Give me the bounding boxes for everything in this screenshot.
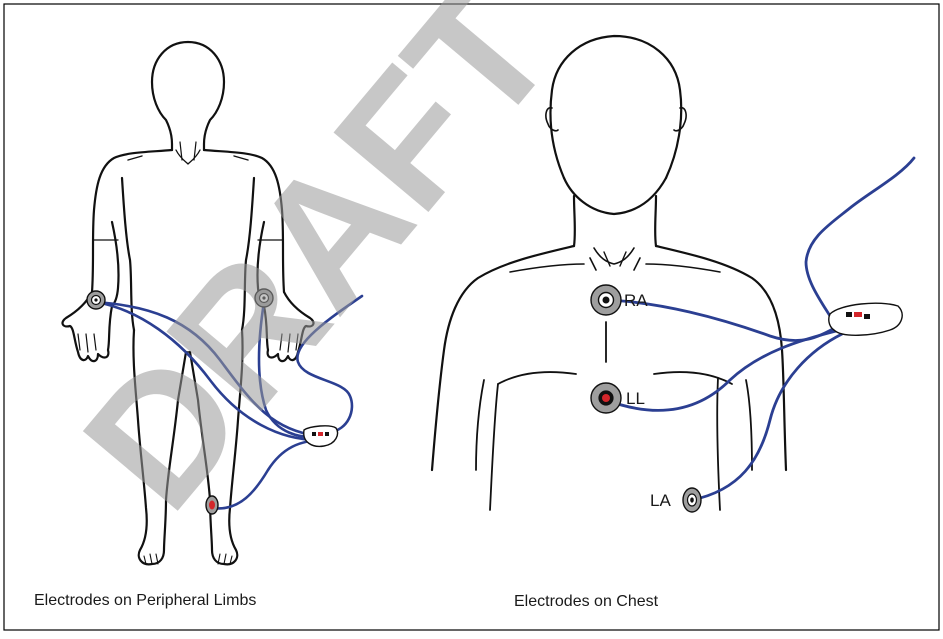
limb-connector-box [304,426,338,447]
label-ra: RA [624,291,648,310]
caption-chest: Electrodes on Chest [514,593,658,611]
chest-electrode-la [683,488,701,512]
chest-electrode-ra [591,285,621,315]
label-la: LA [650,491,671,510]
limb-electrode-right-wrist [87,291,105,309]
label-ll: LL [626,389,645,408]
caption-peripheral-limbs: Electrodes on Peripheral Limbs [34,592,256,610]
chest-electrode-ll [591,383,621,413]
chest-connector-box [829,303,902,335]
